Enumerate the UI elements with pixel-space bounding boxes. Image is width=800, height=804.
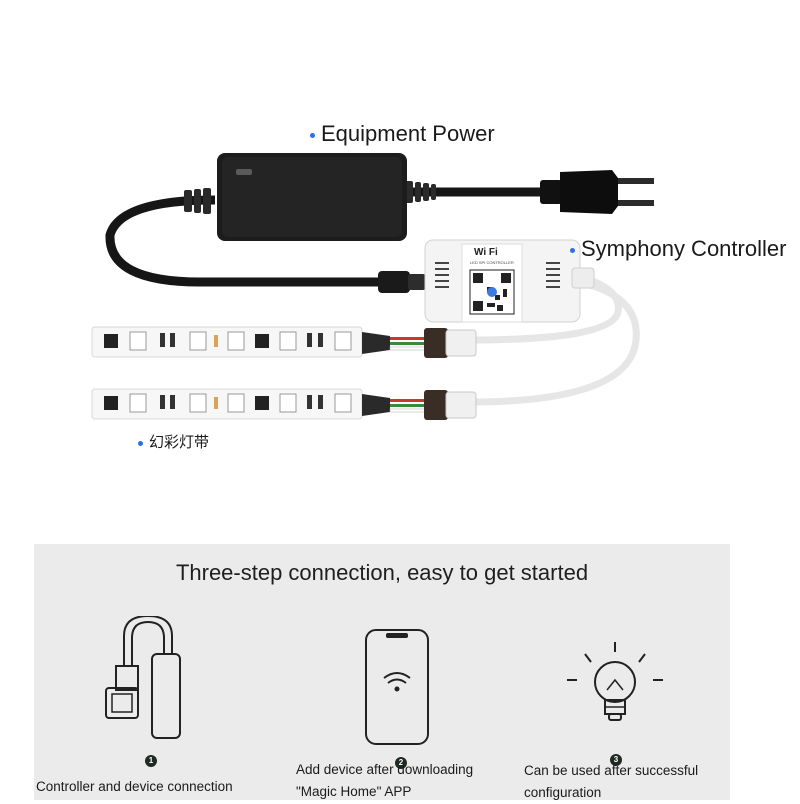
phone-wifi-icon <box>365 629 429 745</box>
step-3-number: 3 <box>610 754 622 766</box>
step-2-number: 2 <box>395 757 407 769</box>
panel-title: Three-step connection, easy to get start… <box>175 560 589 585</box>
dc-cable <box>105 195 380 287</box>
light-bulb-icon <box>567 642 663 721</box>
led-strip-2 <box>91 388 477 420</box>
step-3-text: Can be used after successful configurati… <box>524 763 699 800</box>
led-strip-label: 幻彩灯带 <box>138 431 209 452</box>
bullet-icon <box>138 440 143 446</box>
equipment-power-label: Equipment Power <box>310 121 495 147</box>
three-step-panel: Three-step connection, easy to get start… <box>34 544 730 800</box>
bullet-icon <box>310 132 315 138</box>
symphony-controller <box>424 239 595 323</box>
symphony-controller-label: Symphony Controller <box>570 236 786 262</box>
ac-plug-icon <box>540 170 654 214</box>
cable-ridges <box>405 181 436 203</box>
led-strip-1 <box>91 326 477 358</box>
controller-wifi-text: Wi Fi <box>474 247 498 258</box>
step-1-number: 1 <box>145 755 157 767</box>
power-adapter <box>217 153 407 241</box>
dc-cable-ridges <box>184 188 211 214</box>
white-cable-2 <box>469 281 640 406</box>
step-2-text: Add device after downloading "Magic Home… <box>296 762 474 799</box>
step-1-text: Controller and device connection <box>36 779 233 794</box>
controller-cable-icon <box>105 616 181 739</box>
dc-connector <box>378 271 426 293</box>
bullet-icon <box>570 247 575 253</box>
controller-subtitle: LED SPI CONTROLLER <box>470 260 514 265</box>
